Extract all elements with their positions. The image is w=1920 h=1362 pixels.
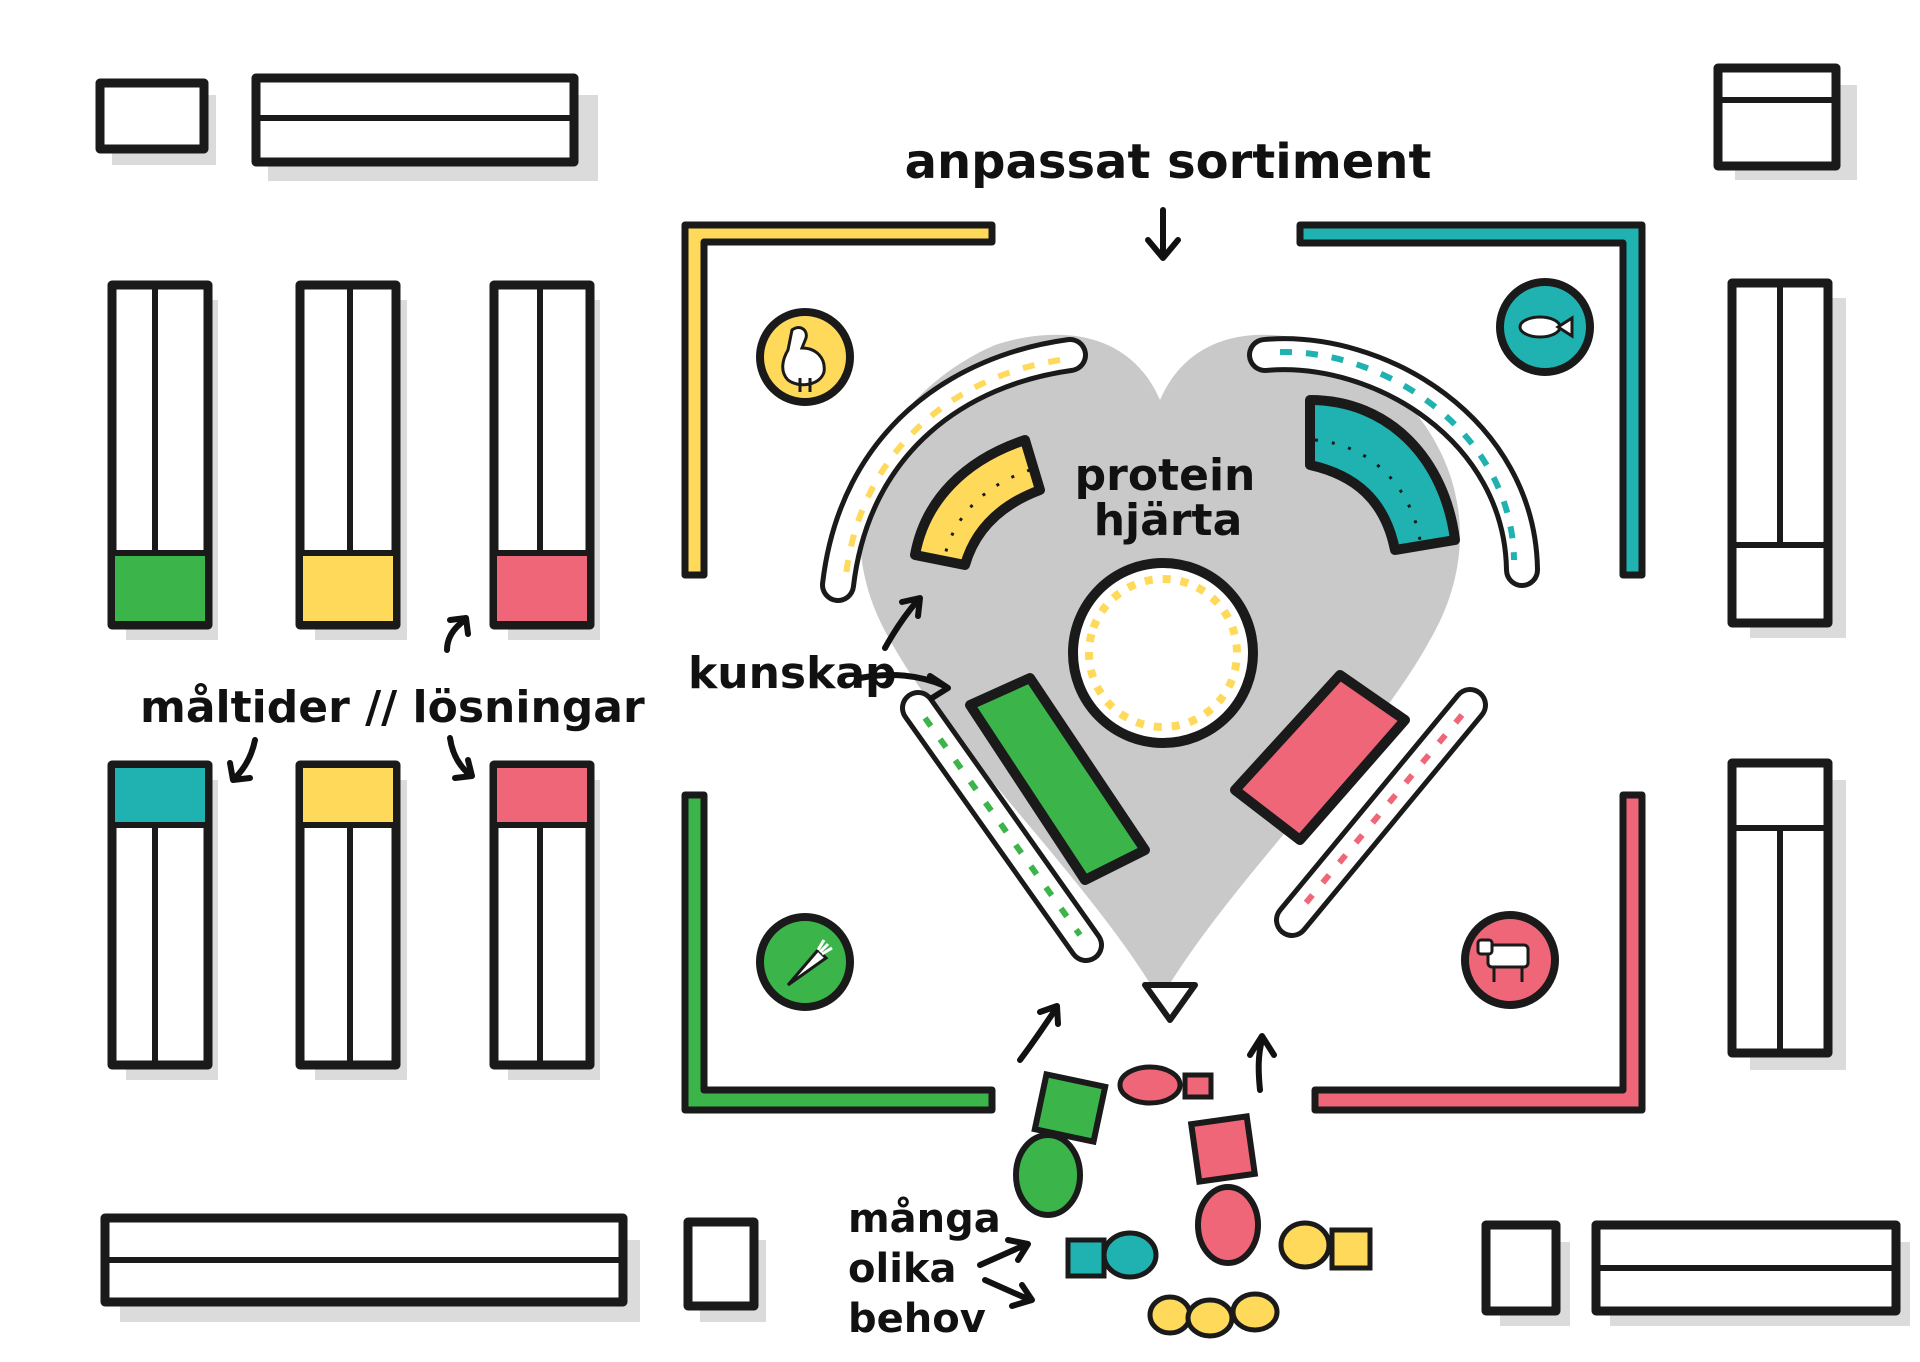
arrow-meals-up (444, 615, 471, 653)
label-needs-line3: behov (848, 1296, 986, 1342)
fish-icon (1496, 278, 1594, 376)
corner-wall-teal (1296, 221, 1646, 579)
shopper-yellow-bottom (1147, 1291, 1280, 1339)
shelf-left-lower-3 (489, 760, 600, 1080)
shelf-top-left-long (251, 73, 598, 181)
label-protein-heart-line2: hjärta (1094, 495, 1243, 546)
shopper-yellow-right (1278, 1220, 1373, 1271)
meal-block-green (115, 555, 205, 621)
corner-wall-green (681, 791, 996, 1114)
counter-teal (1305, 395, 1460, 555)
arrow-needs-label-1 (977, 1237, 1031, 1268)
curved-shelf-right-top (1247, 336, 1540, 588)
shelf-left-lower-2 (295, 760, 407, 1080)
meal-block-yellow-lower (303, 768, 393, 823)
shopper-pink-small (1117, 1064, 1214, 1106)
meal-block-yellow (303, 555, 393, 621)
shelf-bottom-right-long (1591, 1220, 1910, 1326)
arrow-meals-right (447, 735, 475, 781)
shopper-red (1187, 1112, 1261, 1266)
carrot-icon (756, 913, 854, 1011)
shelf-bottom-right-small (1481, 1220, 1570, 1326)
arrow-needs-label-2 (982, 1277, 1035, 1309)
shelf-left-upper-1 (107, 280, 218, 640)
meal-block-red (497, 555, 587, 621)
label-meals: måltider // lösningar (140, 682, 645, 733)
shelf-left-upper-3 (489, 280, 600, 640)
label-protein-heart-line1: protein (1075, 450, 1256, 501)
entrance-marker (1142, 982, 1198, 1023)
arrow-needs-right (1247, 1033, 1277, 1093)
counter-yellow (910, 435, 1045, 570)
label-needs-line2: olika (848, 1246, 957, 1292)
shopper-green (1013, 1070, 1109, 1218)
arrow-assortment (1145, 207, 1181, 261)
shelf-left-upper-2 (295, 280, 407, 640)
shelf-right-upper (1727, 278, 1846, 638)
meal-block-teal (115, 768, 205, 823)
arrow-needs-left (1017, 1003, 1061, 1063)
center-round-table (1068, 558, 1258, 748)
shelf-top-right-small (1713, 63, 1857, 180)
label-assortment: anpassat sortiment (905, 134, 1432, 190)
chicken-icon (756, 308, 854, 406)
corner-wall-red (1311, 791, 1646, 1114)
straight-shelf-right-bottom (1274, 687, 1488, 938)
arrow-knowledge-right (857, 672, 951, 701)
shelf-right-lower (1727, 758, 1846, 1070)
counter-red (1230, 670, 1410, 845)
cow-icon (1461, 911, 1559, 1009)
arrow-meals-left (227, 737, 258, 783)
shelf-bottom-left-long (100, 1213, 640, 1322)
shelf-bottom-left-small (683, 1217, 766, 1322)
arrow-knowledge-up (882, 595, 923, 651)
shopper-teal (1065, 1230, 1159, 1280)
shelf-left-lower-1 (107, 760, 218, 1080)
label-needs-line1: många (848, 1195, 1001, 1242)
curved-shelf-left-top (820, 337, 1088, 603)
corner-wall-yellow (681, 221, 996, 579)
label-knowledge: kunskap (688, 648, 897, 699)
shelf-top-left-small (95, 78, 216, 165)
straight-shelf-left-bottom (900, 690, 1104, 963)
meal-block-red-lower (497, 768, 587, 823)
counter-green (965, 673, 1150, 885)
